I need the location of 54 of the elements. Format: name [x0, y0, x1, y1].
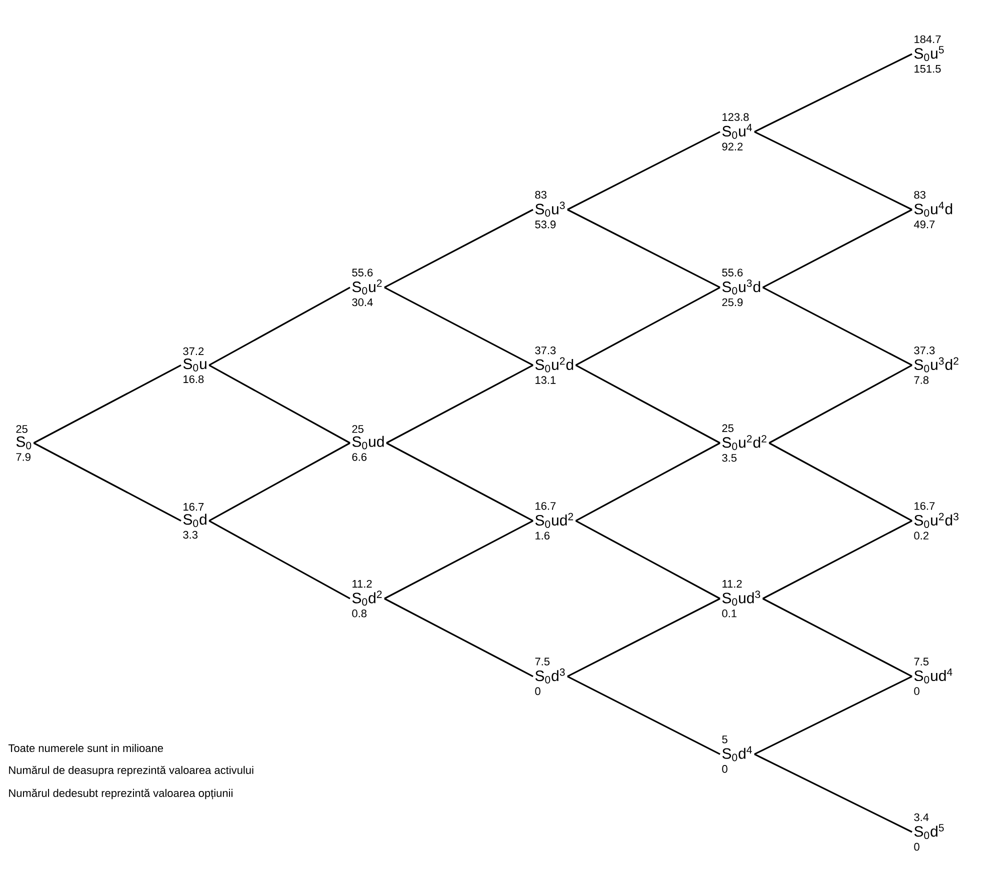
- branch-line: [754, 676, 912, 755]
- branch-line: [575, 286, 720, 366]
- node-label: 16.7 S$_{0}$d 3.3: [183, 502, 206, 539]
- branch-line: [386, 442, 534, 522]
- branch-line: [762, 208, 912, 288]
- branch-line: [384, 520, 534, 600]
- node-label: 55.6 S$_{0}$u$^{2}$ 30.4: [352, 268, 382, 306]
- node-label: 37.3 S$_{0}$u$^{3}$d$^{2}$ 7.8: [914, 346, 958, 384]
- branch-line: [768, 364, 912, 444]
- branch-line: [575, 442, 720, 522]
- note-text: Numărul dedesubt reprezintă valoarea opțiunii: [9, 788, 232, 800]
- branch-line: [754, 131, 912, 210]
- node-label: 25 S$_{0}$u$^{2}$d$^{2}$ 3.5: [722, 424, 766, 462]
- branch-line: [567, 676, 720, 755]
- branch-line: [384, 286, 534, 366]
- node-label: 123.8 S$_{0}$u$^{4}$ 92.2: [722, 113, 752, 150]
- branch-line: [33, 364, 182, 444]
- node-label: 16.7 S$_{0}$ud$^{2}$ 1.6: [535, 502, 574, 540]
- branch-line: [575, 364, 720, 444]
- branch-line: [386, 364, 534, 444]
- node-label: 37.3 S$_{0}$u$^{2}$d 13.1: [535, 346, 574, 384]
- node-label: 37.2 S$_{0}$u 16.8: [183, 347, 206, 384]
- branch-line: [208, 364, 350, 444]
- node-label: 7.5 S$_{0}$ud$^{4}$ 0: [914, 658, 952, 696]
- node-label: 25 S$_{0}$ 7.9: [16, 425, 32, 461]
- branch-line: [208, 286, 350, 366]
- branch-line: [754, 53, 912, 133]
- node-label: 184.7 S$_{0}$u$^{5}$ 151.5: [914, 35, 944, 73]
- branch-line: [762, 520, 912, 600]
- branch-line: [575, 520, 720, 600]
- branch-line: [567, 208, 720, 288]
- note-text: Toate numerele sunt in milioane: [8, 744, 163, 752]
- branch-line: [754, 754, 912, 833]
- branch-line: [567, 131, 720, 210]
- node-label: 11.2 S$_{0}$ud$^{3}$ 0.1: [722, 580, 760, 618]
- branch-line: [208, 442, 350, 522]
- node-label: 55.6 S$_{0}$u$^{3}$d 25.9: [722, 268, 760, 306]
- node-label: 16.7 S$_{0}$u$^{2}$d$^{3}$ 0.2: [914, 502, 958, 540]
- branch-line: [762, 598, 912, 678]
- branch-line: [768, 442, 912, 522]
- node-label: 5 S$_{0}$d$^{4}$ 0: [722, 736, 752, 773]
- branch-line: [208, 520, 350, 600]
- node-label: 3.4 S$_{0}$d$^{5}$ 0: [914, 813, 944, 851]
- node-label: 7.5 S$_{0}$d$^{3}$ 0: [535, 658, 565, 696]
- node-label: 11.2 S$_{0}$d$^{2}$ 0.8: [352, 580, 382, 618]
- branch-line: [384, 208, 534, 288]
- branch-line: [384, 598, 534, 678]
- branch-line: [762, 286, 912, 366]
- branch-line: [33, 442, 182, 522]
- node-label: 83 S$_{0}$u$^{3}$ 53.9: [535, 190, 565, 228]
- node-label: 83 S$_{0}$u$^{4}$d 49.7: [914, 190, 952, 228]
- node-label: 25 S$_{0}$ud 6.6: [352, 425, 384, 461]
- branch-line: [567, 598, 720, 678]
- note-text: Numărul de deasupra reprezintă valoarea activului: [9, 766, 254, 776]
